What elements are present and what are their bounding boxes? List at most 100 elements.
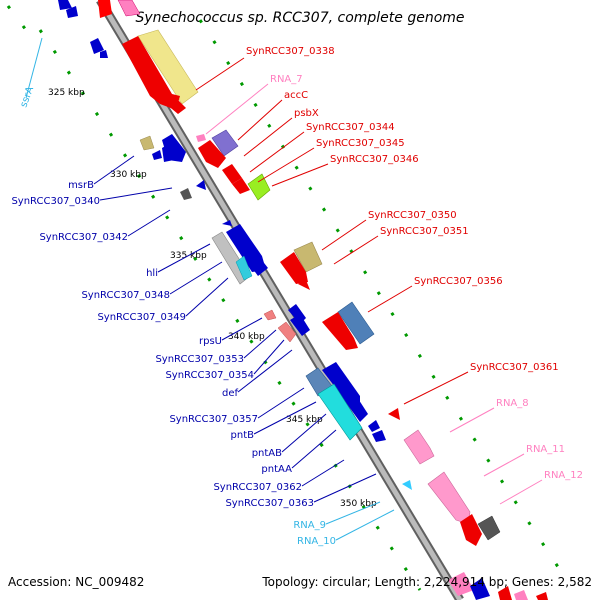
gene-arrow-red [198,140,226,168]
gene-arrow-red [222,164,242,184]
gene-arrow-red [298,280,310,290]
gene-arrow-blue [58,0,72,10]
reverse-leader-line [185,277,229,317]
gene-arrow-purple [211,129,239,157]
forward-leader-line [237,99,283,141]
gene-arrow-blue [372,430,386,442]
reverse-gene-label[interactable]: SynRCC307_0357 [169,414,258,425]
reverse-gene-label[interactable]: rpsU [199,336,222,347]
forward-leader-line [243,117,293,157]
reverse-gene-label[interactable]: RNA_10 [297,536,336,547]
forward-gene-label[interactable]: RNA_7 [270,74,303,85]
gene-arrow-blue [196,180,206,190]
gene-arrow-red [460,514,482,546]
forward-leader-line [321,219,367,251]
forward-gene-label[interactable]: RNA_12 [544,470,583,481]
accession-label: Accession: NC_009482 [8,575,144,589]
scale-label: 340 kbp [228,332,265,342]
gene-arrow-steel [337,301,375,345]
reverse-gene-label[interactable]: pntAB [252,448,282,459]
gene-arrow-blue [334,380,368,422]
gene-arrow-red [388,408,400,420]
gene-arrow [498,586,512,600]
reverse-leader-line [157,243,211,273]
gene-arrow [536,592,548,600]
tick-row [6,5,34,39]
forward-gene-label[interactable]: SynRCC307_0356 [414,276,503,287]
forward-gene-label[interactable]: SynRCC307_0351 [380,226,469,237]
forward-gene-label[interactable]: RNA_8 [496,398,529,409]
reverse-leader-line [25,37,43,99]
reverse-gene-label[interactable]: SynRCC307_0353 [155,354,244,365]
gene-arrow [514,590,528,600]
reverse-gene-label[interactable]: SynRCC307_0354 [165,370,254,381]
forward-leader-line [499,479,543,505]
gene-arrow-gray [477,515,501,541]
forward-gene-label[interactable]: SynRCC307_0346 [330,154,419,165]
reverse-leader-line [221,317,263,341]
gene-arrow-blue [290,314,310,336]
reverse-gene-label[interactable]: SynRCC307_0363 [225,498,314,509]
gene-arrow-gray [180,188,192,200]
gene-arrow-red [280,252,308,284]
gene-arrow-blue [236,240,268,276]
gene-arrow-red [322,312,358,350]
reverse-leader-line [243,329,277,359]
reverse-leader-line [253,401,317,435]
forward-gene-label[interactable]: SynRCC307_0350 [368,210,457,221]
forward-gene-label[interactable]: RNA_11 [526,444,565,455]
forward-leader-line [403,371,469,405]
label-leaders [25,37,543,541]
reverse-gene-label[interactable]: SynRCC307_0340 [11,196,100,207]
reverse-gene-label[interactable]: SynRCC307_0348 [81,290,170,301]
reverse-leader-line [253,339,285,375]
reverse-leader-line [291,429,337,469]
reverse-gene-label[interactable]: pntB [231,430,255,441]
gene-arrow-cyan [235,255,253,281]
reverse-gene-label[interactable]: pntAA [261,464,292,475]
reverse-leader-line [237,349,293,393]
forward-gene-label[interactable]: SynRCC307_0345 [316,138,405,149]
forward-leader-line [205,83,269,135]
gene-arrow [448,572,474,596]
reverse-gene-label[interactable]: def [222,388,239,399]
gene-arrow-blue [152,150,162,160]
gene-arrow-red [122,36,180,110]
gene-arrow-khaki [293,241,323,273]
gene-arrow-khaki [139,135,155,151]
gene-arrow-blue [222,220,232,226]
forward-gene-label[interactable]: SynRCC307_0361 [470,362,559,373]
forward-leader-line [483,453,525,477]
scale-label: 350 kbp [340,499,377,509]
gene-arrow-salmon [277,321,297,343]
forward-leader-line [449,407,495,433]
reverse-leader-line [169,261,223,295]
forward-leader-line [271,163,329,187]
forward-gene-label[interactable]: psbX [294,108,319,119]
forward-leader-line [195,57,245,91]
forward-gene-label[interactable]: accC [284,90,308,101]
scale-label: 330 kbp [110,170,147,180]
reverse-gene-label[interactable]: SynRCC307_0362 [213,482,302,493]
map-title: Synechococcus sp. RCC307, complete genom… [135,10,464,26]
reverse-gene-label[interactable]: ssrA [18,85,36,109]
reverse-gene-label[interactable]: msrB [68,180,94,191]
genome-summary: Topology: circular; Length: 2,224,914 bp… [261,575,592,589]
forward-gene-label[interactable]: SynRCC307_0344 [306,122,395,133]
gene-arrow-salmon [263,309,277,321]
reverse-gene-label[interactable]: SynRCC307_0342 [39,232,128,243]
gene-arrow-blue [368,420,380,432]
reverse-leader-line [301,459,345,487]
gene-arrow [470,578,490,600]
gene-arrow-cyan [317,383,363,441]
forward-leader-line [333,235,379,265]
reverse-leader-line [313,473,377,503]
forward-gene-label[interactable]: SynRCC307_0338 [246,46,335,57]
reverse-gene-label[interactable]: hli [146,268,158,279]
reverse-gene-label[interactable]: SynRCC307_0349 [97,312,186,323]
reverse-leader-line [257,387,305,419]
reverse-gene-label[interactable]: RNA_9 [293,520,326,531]
reverse-leader-line [335,509,395,541]
